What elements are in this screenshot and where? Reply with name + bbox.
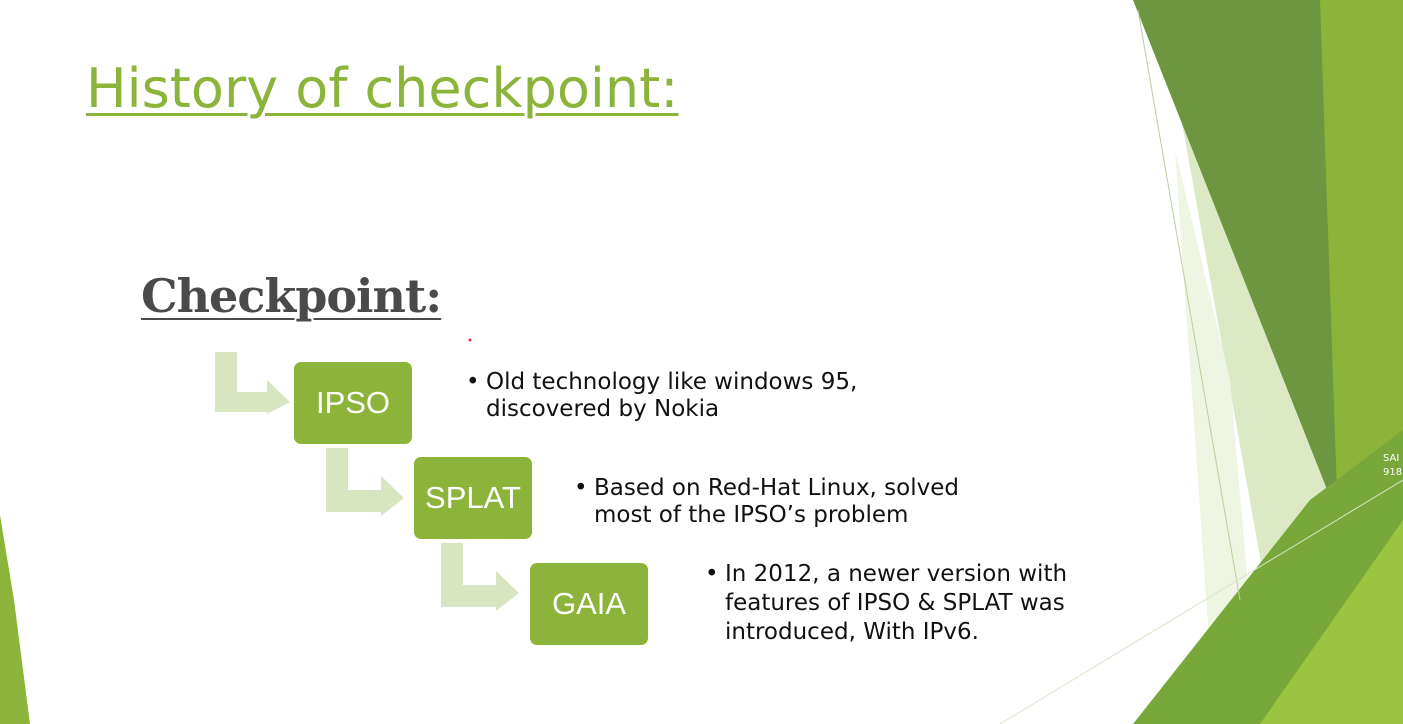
laser-pointer-dot [468, 338, 472, 342]
ipso-description: Old technology like windows 95, discover… [466, 369, 857, 423]
elbow-arrow-icon [215, 352, 290, 414]
ipso-box: IPSO [294, 362, 412, 444]
cropped-side-text: SAI 918 [1383, 452, 1402, 480]
bullet-item: Old technology like windows 95, discover… [466, 369, 857, 423]
side-text-line: SAI [1383, 453, 1400, 464]
slide-title: History of checkpoint: [86, 57, 679, 120]
splat-label: SPLAT [425, 480, 521, 515]
thin-decor-line-2 [999, 479, 1403, 724]
elbow-arrow-icon [326, 448, 404, 516]
description-line: discovered by Nokia [486, 396, 720, 422]
splat-box: SPLAT [414, 457, 532, 539]
description-line: features of IPSO & SPLAT was [725, 590, 1065, 616]
description-line: Old technology like windows 95, [486, 369, 858, 395]
right-dark-green-shape [1133, 0, 1355, 560]
bullet-item: Based on Red-Hat Linux, solved most of t… [574, 475, 959, 529]
side-text-line: 918 [1383, 467, 1403, 478]
description-line: In 2012, a newer version with [725, 561, 1068, 587]
thin-decor-line-1 [1137, 9, 1241, 601]
gaia-description: In 2012, a newer version with features o… [705, 560, 1067, 647]
right-bright-green-shape [1260, 520, 1403, 724]
description-line: Based on Red-Hat Linux, solved [594, 475, 959, 501]
description-line: introduced, With IPv6. [725, 619, 979, 645]
description-line: most of the IPSO’s problem [594, 502, 909, 528]
left-edge-green-shape [0, 515, 30, 724]
bullet-item: In 2012, a newer version with features o… [705, 560, 1067, 647]
elbow-arrow-icon [441, 543, 519, 611]
checkpoint-subheading: Checkpoint: [141, 269, 442, 323]
gaia-box: GAIA [530, 563, 648, 645]
gaia-label: GAIA [551, 586, 627, 621]
right-pale-stripe [1175, 150, 1260, 724]
ipso-label: IPSO [315, 385, 391, 420]
splat-description: Based on Red-Hat Linux, solved most of t… [574, 475, 959, 529]
